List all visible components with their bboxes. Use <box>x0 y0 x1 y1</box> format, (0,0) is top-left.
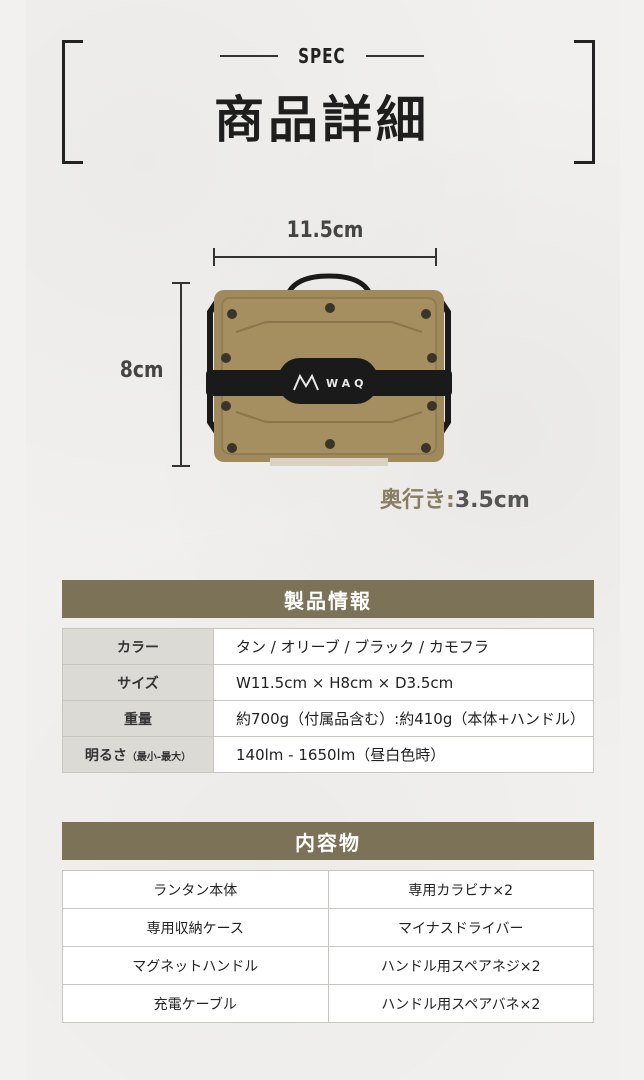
spec-heading-row: SPEC <box>0 44 644 68</box>
brand-logo-text: WAQ <box>326 377 368 390</box>
table-row: 重量 約700g（付属品含む）:約410g（本体+ハンドル） <box>62 700 594 737</box>
lantern-screws <box>221 303 437 453</box>
width-dimension-cap-left <box>213 248 215 266</box>
table-row: ランタン本体 専用カラビナ×2 <box>62 870 594 909</box>
left-bracket <box>62 40 83 164</box>
depth-dimension-label: 奥行き:3.5cm <box>380 482 530 514</box>
spec-value: 約700g（付属品含む）:約410g（本体+ハンドル） <box>213 700 594 737</box>
spec-value: 140lm - 1650lm（昼白色時） <box>213 736 594 773</box>
contents-item: マグネットハンドル <box>62 946 329 985</box>
brand-logo-mark <box>293 373 319 391</box>
depth-value: 3.5cm <box>454 488 530 513</box>
spec-key: 明るさ（最小-最大） <box>62 736 214 773</box>
right-bracket <box>574 40 595 164</box>
contents-heading: 内容物 <box>62 822 594 860</box>
width-dimension-cap-right <box>435 248 437 266</box>
height-dimension-cap-bottom <box>172 465 190 467</box>
width-dimension-label: 11.5cm <box>286 218 364 243</box>
product-info-heading: 製品情報 <box>62 580 594 618</box>
table-row: 専用収納ケース マイナスドライバー <box>62 908 594 947</box>
table-row: カラー タン / オリーブ / ブラック / カモフラ <box>62 628 594 665</box>
spec-key: サイズ <box>62 664 214 701</box>
lantern-top-handle <box>285 273 373 296</box>
spec-right-rule <box>365 55 424 57</box>
page-title: 商品詳細 <box>214 91 430 149</box>
height-dimension-label: 8cm <box>119 358 164 383</box>
depth-label-text: 奥行き: <box>380 488 455 513</box>
spec-value: W11.5cm × H8cm × D3.5cm <box>213 664 594 701</box>
height-dimension-line <box>180 283 182 466</box>
spec-value: タン / オリーブ / ブラック / カモフラ <box>213 628 594 665</box>
spec-key-sub: （最小-最大） <box>126 751 192 763</box>
contents-item: ランタン本体 <box>62 870 329 909</box>
lantern-illustration: WAQ <box>206 273 452 466</box>
spec-left-rule <box>220 55 279 57</box>
lantern-top-ridge <box>235 321 423 333</box>
width-dimension-line <box>214 256 437 258</box>
contents-item: ハンドル用スペアネジ×2 <box>327 946 594 985</box>
lantern-bottom-ridge <box>235 411 423 423</box>
lantern-product-image: WAQ <box>206 272 452 472</box>
spec-key-main: 明るさ <box>84 747 127 764</box>
lantern-logo-badge <box>278 358 378 404</box>
product-info-table: カラー タン / オリーブ / ブラック / カモフラ サイズ W11.5cm … <box>62 628 594 773</box>
table-row: 充電ケーブル ハンドル用スペアバネ×2 <box>62 984 594 1023</box>
spec-key: 重量 <box>62 700 214 737</box>
contents-item: 専用収納ケース <box>62 908 329 947</box>
table-row: サイズ W11.5cm × H8cm × D3.5cm <box>62 664 594 701</box>
contents-item: ハンドル用スペアバネ×2 <box>327 984 594 1023</box>
spec-label: SPEC <box>298 44 346 68</box>
contents-item: 専用カラビナ×2 <box>327 870 594 909</box>
table-row: 明るさ（最小-最大） 140lm - 1650lm（昼白色時） <box>62 736 594 773</box>
contents-item: マイナスドライバー <box>327 908 594 947</box>
height-dimension-cap-top <box>172 282 190 284</box>
contents-table: ランタン本体 専用カラビナ×2 専用収納ケース マイナスドライバー マグネットハ… <box>62 870 594 1023</box>
table-row: マグネットハンドル ハンドル用スペアネジ×2 <box>62 946 594 985</box>
contents-item: 充電ケーブル <box>62 984 329 1023</box>
spec-key: カラー <box>62 628 214 665</box>
lantern-light-strip <box>270 458 388 466</box>
